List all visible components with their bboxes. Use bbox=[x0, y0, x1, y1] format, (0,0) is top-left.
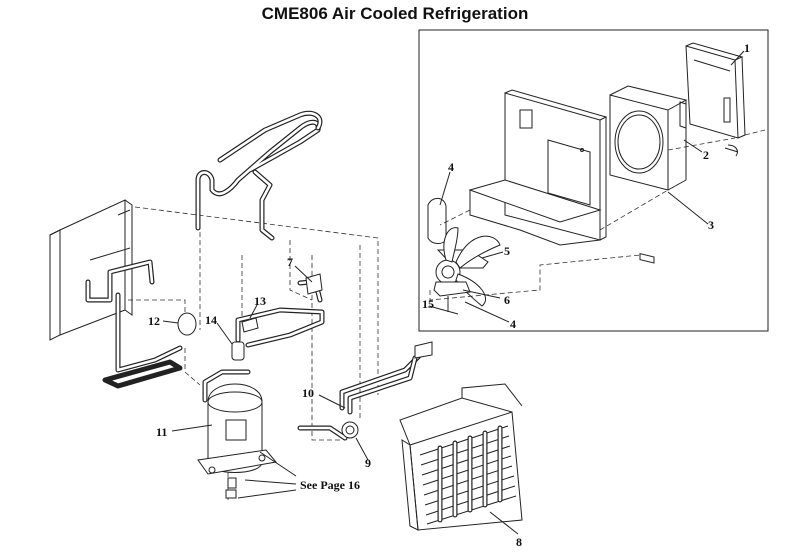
callout-8: 8 bbox=[516, 535, 522, 549]
callout-15: 15 bbox=[422, 297, 434, 311]
refrigerant-tubing bbox=[85, 110, 428, 441]
part-2-fan-shroud bbox=[609, 85, 688, 264]
callout-6: 6 bbox=[504, 293, 510, 307]
fan-assembly-inset bbox=[418, 29, 769, 332]
callout-2: 2 bbox=[703, 148, 709, 162]
assembly-lines bbox=[120, 200, 379, 500]
callout-labels: 1 2 3 4 5 6 4 15 7 13 14 12 10 9 11 8 Se… bbox=[148, 41, 750, 549]
callout-5: 5 bbox=[504, 244, 510, 258]
callout-10: 10 bbox=[302, 386, 314, 400]
callout-3: 3 bbox=[708, 218, 714, 232]
leader-lines bbox=[162, 50, 745, 535]
components bbox=[177, 273, 433, 439]
callout-12: 12 bbox=[148, 314, 160, 328]
part-14-drier bbox=[231, 341, 245, 361]
callout-14: 14 bbox=[205, 313, 217, 327]
diagram-title: CME806 Air Cooled Refrigeration bbox=[261, 4, 529, 23]
part-12-receiver bbox=[177, 312, 197, 336]
callout-4-top: 4 bbox=[448, 160, 454, 174]
fan-motor-assembly bbox=[427, 197, 501, 312]
callout-11: 11 bbox=[156, 425, 167, 439]
callout-4-bottom: 4 bbox=[510, 317, 516, 331]
part-8-condenser-coil bbox=[399, 383, 523, 531]
see-page-reference: See Page 16 bbox=[300, 478, 360, 492]
part-7-valve bbox=[305, 273, 323, 295]
part-11-compressor bbox=[197, 383, 277, 499]
callout-9: 9 bbox=[365, 456, 371, 470]
part-13-valve bbox=[241, 317, 259, 333]
callout-13: 13 bbox=[254, 294, 266, 308]
callout-1: 1 bbox=[744, 41, 750, 55]
part-3-panel bbox=[468, 89, 608, 246]
part-1-bracket bbox=[679, 42, 746, 157]
callout-7: 7 bbox=[287, 255, 293, 269]
part-9-valve bbox=[341, 421, 359, 439]
